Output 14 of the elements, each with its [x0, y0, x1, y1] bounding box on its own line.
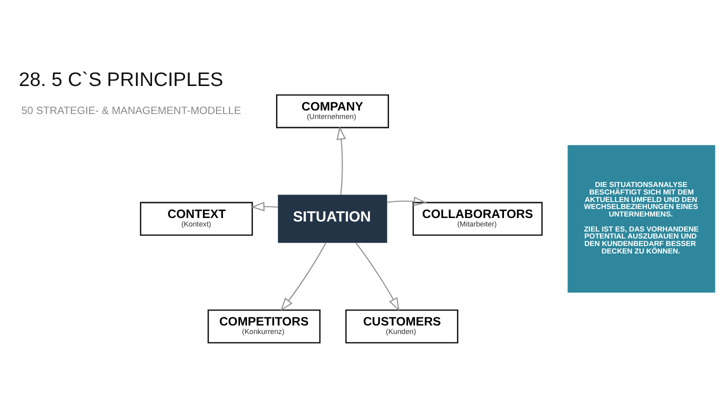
node-box: CUSTOMERS (Kunden): [345, 308, 458, 343]
node-box: DIE SITUATIONSANALYSE BESCHÄFTIGT SICH MIT DEM AKTUELLEN UMFELD UND DEN WECHSELBEZIEHUNGEN EINES UNTERNEHMENS. ZIEL IST ES, DAS VORHANDENE POTENTIAL AUSZUBAUEN UND DEN KUNDENBEDARF BESSER DECKEN ZU KÖNNEN.: [568, 144, 716, 292]
arrow: [355, 242, 400, 311]
node-box: SITUATION: [278, 194, 388, 242]
node-box: CONTEXT (Kontext): [140, 201, 253, 236]
label: 50 STRATEGIE- & MANAGEMENT-MODELLE: [21, 104, 242, 117]
node-box: COLLABORATORS (Mitarbeiter): [412, 201, 543, 236]
arrow: [250, 201, 278, 211]
diagram-title: 28. 5 C`S PRINCIPLES: [18, 68, 224, 91]
arrow: [280, 242, 326, 311]
node-box: COMPANY (Unternehmen): [276, 94, 390, 128]
arrow: [336, 126, 346, 194]
arrow: [386, 196, 428, 206]
node-box: COMPETITORS (Konkurrenz): [208, 308, 321, 343]
